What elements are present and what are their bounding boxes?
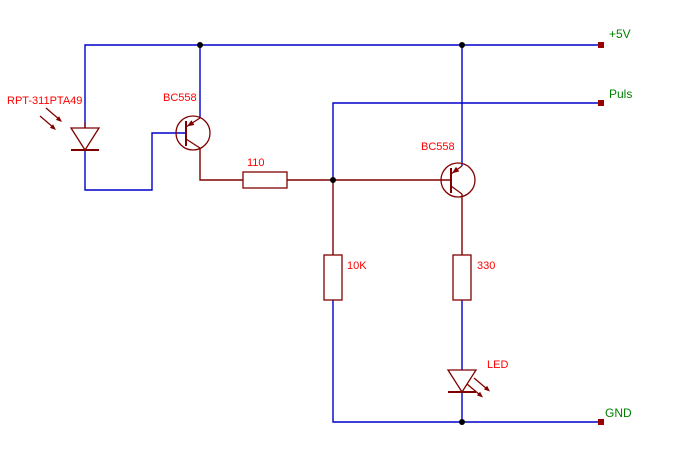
junction-dot <box>459 42 465 48</box>
transistor-q1-symbol <box>175 115 211 151</box>
led-emission-arrow-2 <box>473 377 488 390</box>
light-arrow-1-head-icon <box>55 116 62 122</box>
pin-puls <box>598 100 604 106</box>
label-terminal-puls: Puls <box>609 87 632 101</box>
light-arrow-2-head-icon <box>49 124 56 130</box>
q2-emitter-arrow-icon <box>452 166 460 174</box>
photodiode-symbol <box>39 107 101 152</box>
led-triangle <box>446 369 478 394</box>
label-r3: 330 <box>477 260 495 272</box>
label-q1: BC558 <box>163 92 197 104</box>
wire-puls-rail <box>332 102 601 180</box>
wire-photodiode-to-q1-base <box>84 132 185 191</box>
junction-dot <box>459 419 465 425</box>
resistor-10k-body <box>323 254 343 301</box>
q1-emitter-arrow-icon <box>187 120 195 127</box>
photodiode-triangle <box>69 127 101 152</box>
resistor-330-body <box>452 254 472 301</box>
q1-body-circle <box>175 115 211 151</box>
junction-dot <box>197 42 203 48</box>
lead-q1-collector-to-r1 <box>199 148 243 181</box>
wire-gnd-rail <box>332 300 601 423</box>
junction-dot <box>330 177 336 183</box>
led-emission-arrow-1 <box>466 383 481 396</box>
q2-collector <box>450 185 463 195</box>
label-r2: 10K <box>347 260 367 272</box>
led-emission-arrow-1-head-icon <box>476 391 483 398</box>
label-photosensor: RPT-311PTA49 <box>7 95 82 107</box>
q2-body-circle <box>440 162 476 198</box>
label-terminal-5v: +5V <box>609 27 631 41</box>
led-emission-arrow-2-head-icon <box>483 385 490 392</box>
pin-gnd <box>598 419 604 425</box>
resistor-110-body <box>242 171 288 189</box>
transistor-q2-symbol <box>440 162 476 198</box>
label-led: LED <box>487 359 508 371</box>
label-q2: BC558 <box>421 141 455 153</box>
led-symbol <box>446 369 490 398</box>
wire-5v-rail <box>84 44 601 128</box>
q1-collector <box>185 138 201 149</box>
label-r1: 110 <box>247 157 265 169</box>
label-terminal-gnd: GND <box>605 406 632 420</box>
pin-5v <box>598 42 604 48</box>
